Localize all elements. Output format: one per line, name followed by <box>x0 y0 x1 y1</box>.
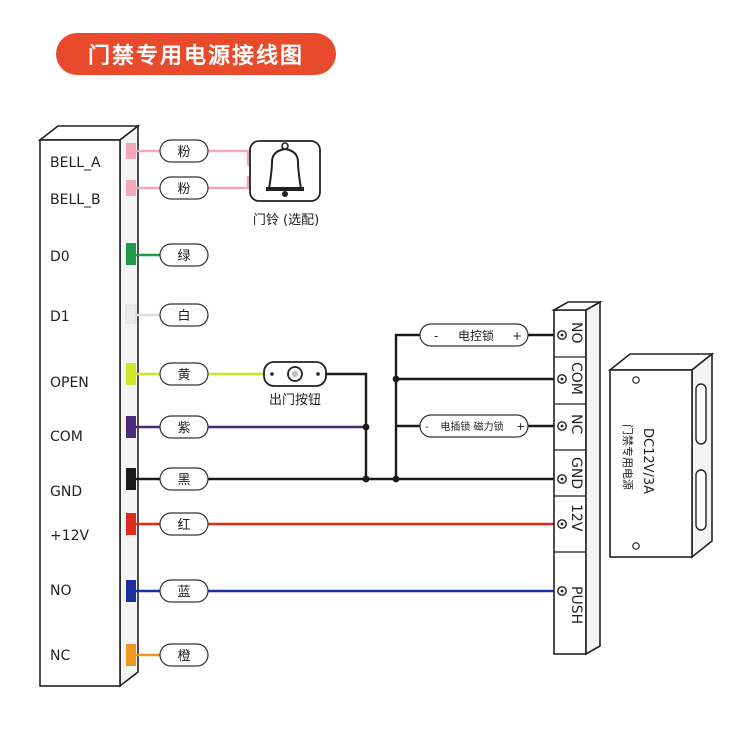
terminal-label-bell-a: BELL_A <box>50 155 101 171</box>
psu-model: DC12V/3A <box>640 428 655 494</box>
wire-tag-open: 黄 <box>177 368 190 383</box>
terminal-label-d0: D0 <box>50 249 70 265</box>
terminal-label-12v: +12V <box>50 528 90 544</box>
wire-tag-nc: 橙 <box>177 649 190 664</box>
exit-button-icon <box>263 361 327 387</box>
terminal-label-gnd: GND <box>50 484 82 500</box>
psu-label-gnd: GND <box>568 457 584 489</box>
wire-tag-gnd: 黑 <box>177 473 190 488</box>
bell-caption: 门铃 (选配) <box>253 213 319 228</box>
wire-tag-bell-a: 粉 <box>177 145 190 160</box>
psu-label-nc: NC <box>568 414 584 434</box>
terminal-label-com: COM <box>50 429 83 445</box>
electric-lock-minus: - <box>434 329 438 343</box>
wire-tags <box>159 139 209 667</box>
psu-terminal-strip <box>550 300 604 656</box>
terminal-label-no: NO <box>50 583 72 599</box>
exit-button-caption: 出门按钮 <box>269 393 321 408</box>
page-title: 门禁专用电源接线图 <box>56 33 336 75</box>
bell-icon <box>249 140 321 202</box>
wire-tag-d0: 绿 <box>177 249 190 264</box>
electric-lock-plus: + <box>512 329 522 343</box>
wire-tag-bell-b: 粉 <box>177 182 190 197</box>
terminal-label-bell-b: BELL_B <box>50 192 101 208</box>
wire-exit-button-return <box>326 372 368 479</box>
controller-panel <box>37 124 141 688</box>
wire-tag-com: 紫 <box>177 421 190 436</box>
magnetic-lock-label: 电插锁 磁力锁 <box>440 420 503 433</box>
psu-label-no: NO <box>568 322 584 344</box>
terminal-label-nc: NC <box>50 648 70 664</box>
wire-tag-12v: 红 <box>177 517 190 533</box>
magnetic-lock-plus: + <box>516 420 525 433</box>
electric-lock-label: 电控锁 <box>458 328 494 343</box>
psu-label-push: PUSH <box>568 586 584 624</box>
power-supply-box <box>607 352 715 559</box>
psu-label-com: COM <box>568 362 584 395</box>
wire-bell-a <box>136 149 250 166</box>
psu-name: 门禁专用电源 <box>621 424 635 490</box>
magnetic-lock-minus: - <box>425 422 429 433</box>
electric-lock-box <box>419 323 529 347</box>
magnetic-lock-box <box>419 414 529 438</box>
wire-tag-d1: 白 <box>177 308 190 324</box>
wire-bell-b <box>136 176 250 190</box>
wire-tag-no: 蓝 <box>177 585 190 600</box>
terminal-label-d1: D1 <box>50 309 70 325</box>
wire-plugs <box>125 143 137 666</box>
terminal-label-open: OPEN <box>50 375 89 391</box>
wire-lock-gnd <box>394 333 420 479</box>
psu-label-12v: 12V <box>568 504 584 532</box>
